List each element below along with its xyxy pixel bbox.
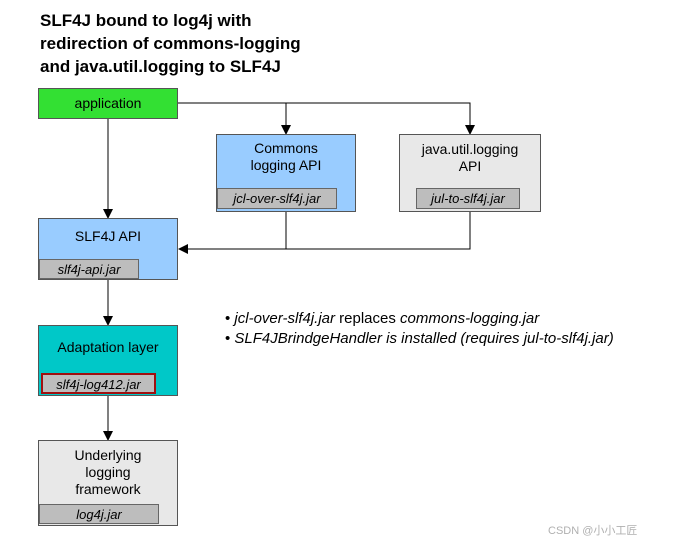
title-line-1: SLF4J bound to log4j with bbox=[40, 11, 252, 30]
note-1-replaced-jar: commons-logging.jar bbox=[400, 310, 540, 327]
bullet: • bbox=[225, 310, 235, 327]
notes-list: • jcl-over-slf4j.jar replaces commons-lo… bbox=[225, 309, 614, 349]
commons-logging-box: Commons logging API jcl-over-slf4j.jar bbox=[216, 134, 356, 212]
underlying-label-1: Underlying bbox=[74, 447, 142, 463]
commons-logging-label-2: logging API bbox=[250, 157, 322, 173]
underlying-label-3: framework bbox=[75, 481, 141, 497]
arrow-jul-to-slf4j bbox=[178, 212, 471, 254]
slf4j-api-box: SLF4J API slf4j-api.jar bbox=[38, 218, 178, 280]
arrow-app-to-apis bbox=[178, 102, 475, 135]
slf4j-api-jar: slf4j-api.jar bbox=[39, 259, 139, 279]
adaptation-layer-label: Adaptation layer bbox=[57, 339, 159, 355]
bullet: • bbox=[225, 330, 235, 347]
note-item-2: • SLF4JBrindgeHandler is installed (requ… bbox=[225, 329, 614, 349]
title-line-2: redirection of commons-logging bbox=[40, 34, 301, 53]
note-2-text: SLF4JBrindgeHandler is installed (requir… bbox=[234, 330, 614, 347]
note-1-jar: jcl-over-slf4j.jar bbox=[234, 310, 335, 327]
log4j-jar: log4j.jar bbox=[39, 504, 159, 524]
jul-api-label-1: java.util.logging bbox=[421, 141, 519, 157]
application-box: application bbox=[38, 88, 178, 119]
adaptation-layer-box: Adaptation layer slf4j-log412.jar bbox=[38, 325, 178, 396]
jul-to-slf4j-jar: jul-to-slf4j.jar bbox=[416, 188, 520, 209]
underlying-label-2: logging bbox=[85, 464, 131, 480]
watermark: CSDN @小小工匠 bbox=[548, 525, 638, 537]
jcl-over-slf4j-jar: jcl-over-slf4j.jar bbox=[217, 188, 337, 209]
slf4j-log412-jar: slf4j-log412.jar bbox=[41, 373, 156, 394]
application-label: application bbox=[74, 95, 142, 111]
jul-api-box: java.util.logging API jul-to-slf4j.jar bbox=[399, 134, 541, 212]
note-item-1: • jcl-over-slf4j.jar replaces commons-lo… bbox=[225, 309, 614, 329]
slf4j-api-label: SLF4J API bbox=[74, 228, 142, 244]
jul-api-label-2: API bbox=[458, 158, 482, 174]
diagram-title: SLF4J bound to log4j with redirection of… bbox=[40, 9, 370, 78]
underlying-framework-box: Underlying logging framework log4j.jar bbox=[38, 440, 178, 526]
title-line-3: and java.util.logging to SLF4J bbox=[40, 57, 281, 76]
note-1-text: replaces bbox=[335, 310, 401, 327]
commons-logging-label-1: Commons bbox=[254, 140, 318, 156]
